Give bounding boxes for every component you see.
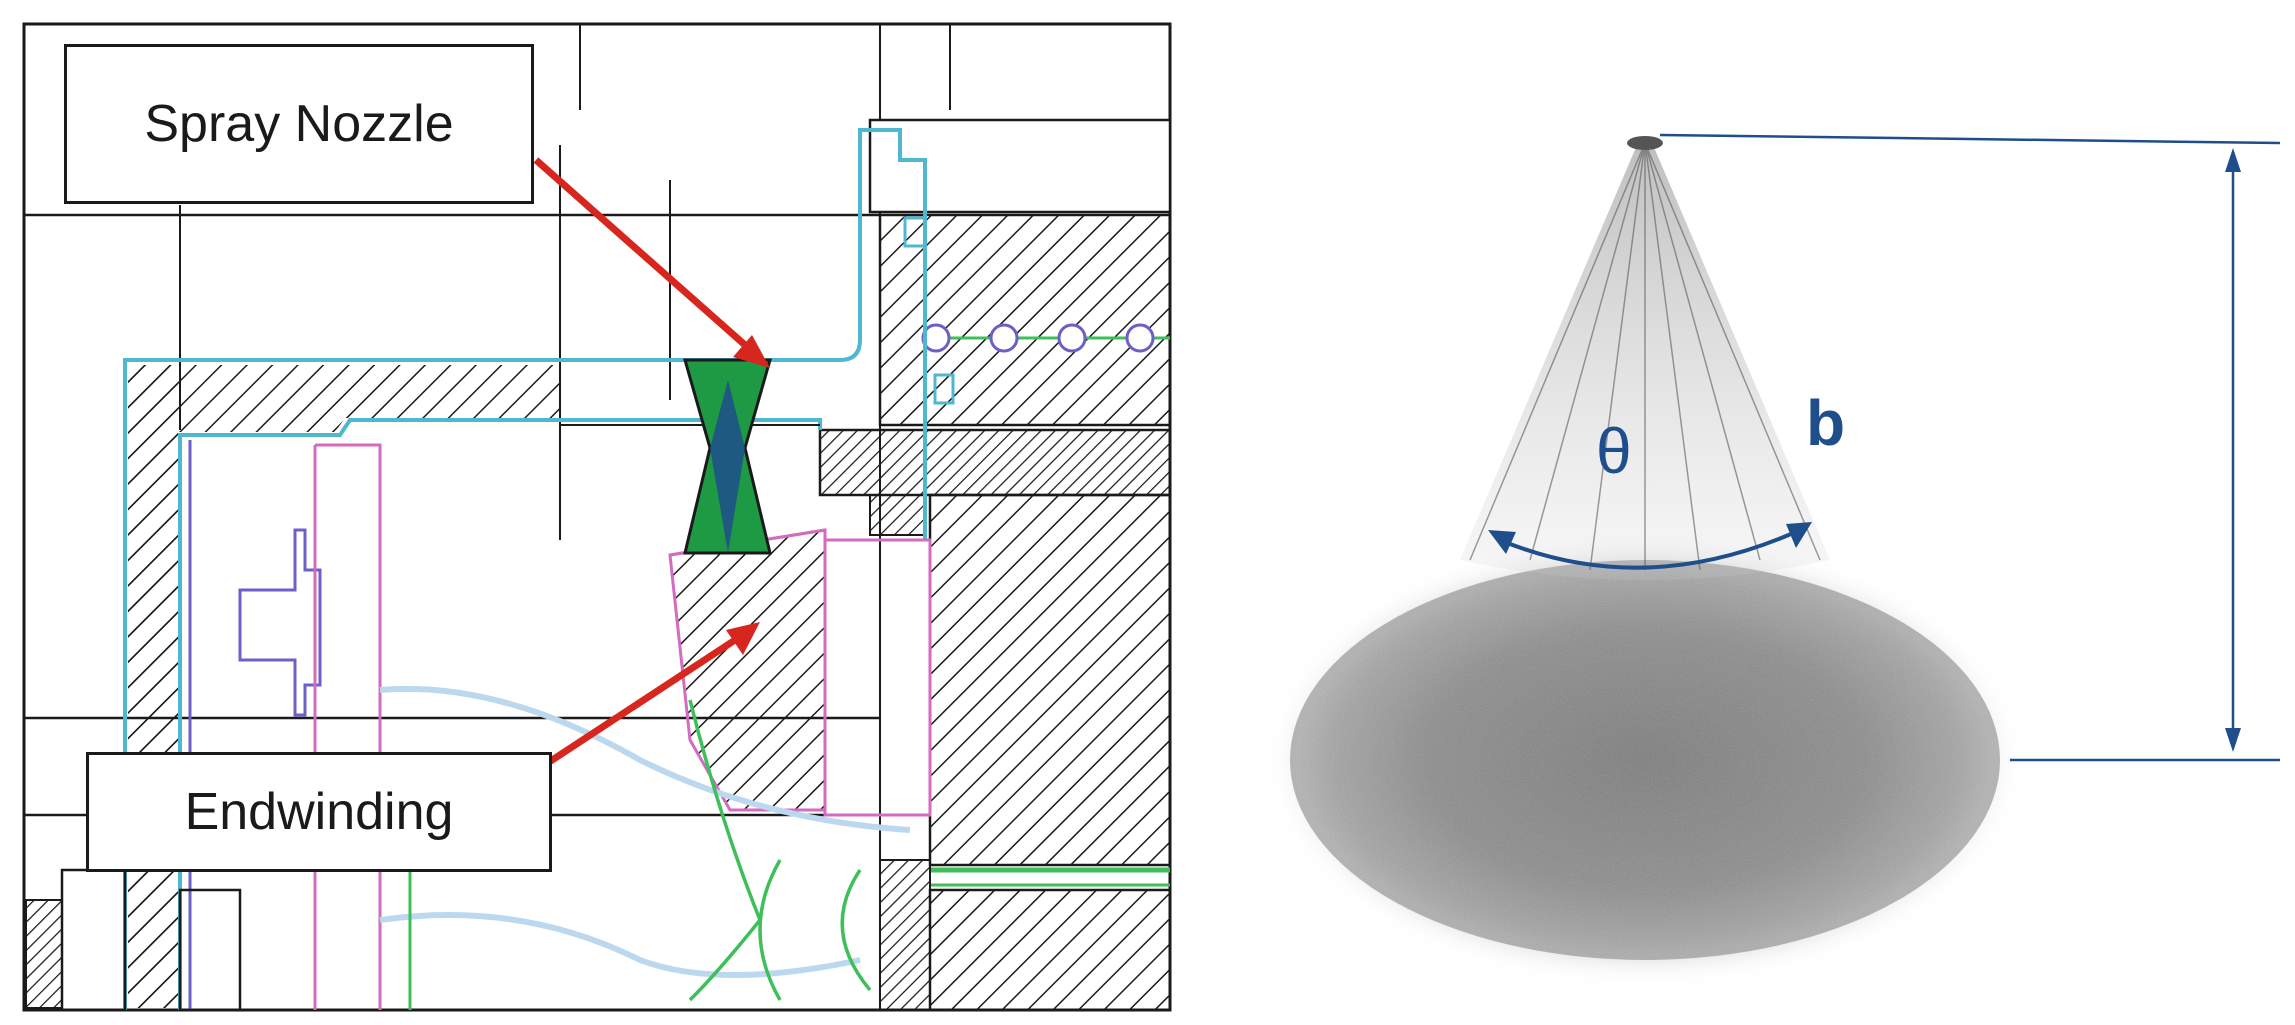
stator-block <box>928 493 1172 867</box>
hatched-block <box>25 899 63 1009</box>
small-part <box>933 373 955 405</box>
green-curve <box>688 699 763 1002</box>
dimension-arrow-icon <box>1659 133 2281 762</box>
small-part <box>178 888 242 1012</box>
endwinding-label: Endwinding <box>86 752 552 872</box>
spray-mist-grain <box>1295 565 1995 955</box>
shaft-bar <box>818 428 1172 497</box>
green-curve <box>758 859 782 1001</box>
red-arrow-icon <box>533 157 770 368</box>
nozzle-tip <box>1627 136 1663 150</box>
housing-outline <box>123 128 927 1010</box>
coolant-channels <box>921 323 1170 353</box>
spray-height-label: b <box>1806 387 1846 459</box>
angle-arc <box>1488 522 1812 570</box>
red-arrow-icon <box>535 622 760 773</box>
flow-line <box>379 685 911 833</box>
housing-outline <box>178 418 822 1010</box>
spray-angle-label: θ <box>1596 415 1632 487</box>
housing-hatch <box>128 365 178 1008</box>
spray-nozzle-label: Spray Nozzle <box>64 44 534 204</box>
spray-cone-diagram <box>1270 133 2281 980</box>
stator-block <box>868 118 1172 214</box>
flow-line <box>379 912 861 978</box>
shaft-bar <box>869 494 926 536</box>
green-curve <box>840 869 872 992</box>
stator-block <box>928 888 1172 1012</box>
spray-nozzle-icon <box>683 358 772 555</box>
hatched-block <box>879 859 931 1011</box>
winding-contour <box>188 440 322 1010</box>
small-part <box>903 216 927 248</box>
stator-block <box>878 213 1172 427</box>
spray-streaks <box>1469 149 1821 571</box>
